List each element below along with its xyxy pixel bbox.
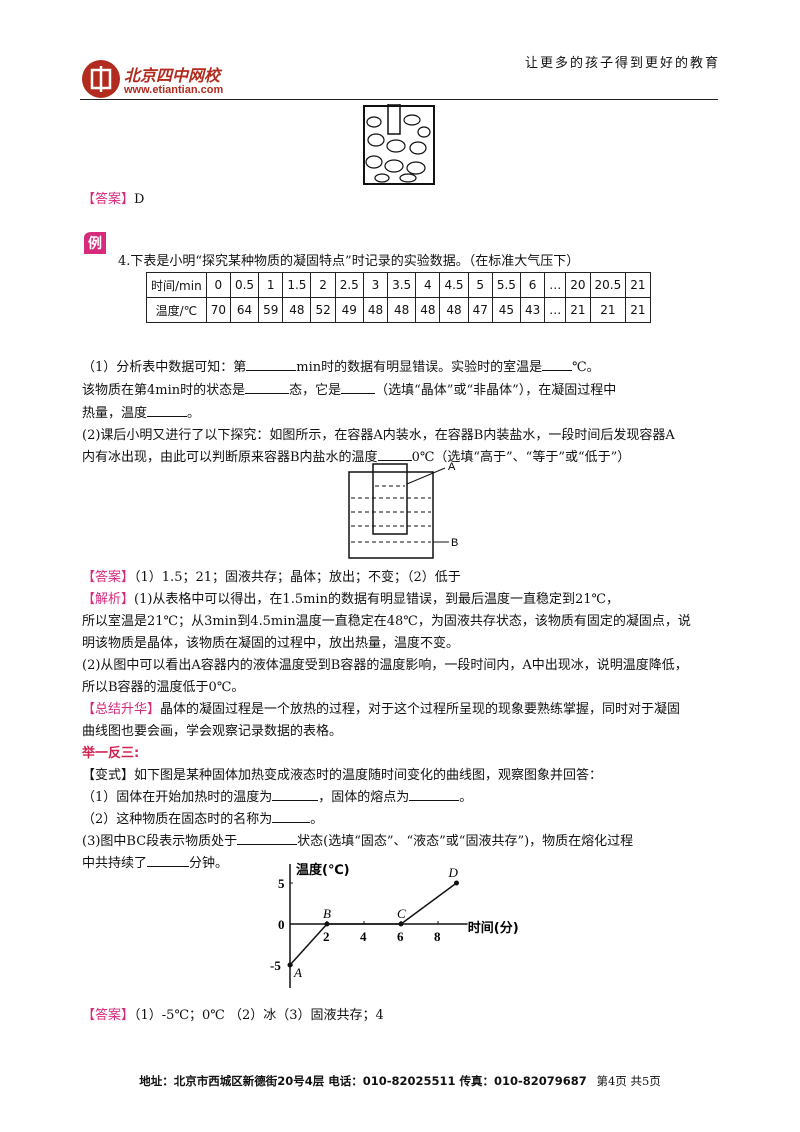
logo-name: 北京四中网校 xyxy=(124,66,221,85)
time-cell: 1 xyxy=(258,272,284,298)
variant-q3: (3)图中BC段表示物质处于状态(选填“固态”、“液态”或“固液共存”)，物质在… xyxy=(82,834,634,849)
y-tick-label: 0 xyxy=(278,917,285,932)
q4-answer: 【答案】（1）1.5；21；固液共存；晶体；放出；不变；（2）低于 xyxy=(82,570,461,585)
temp-cell: 48 xyxy=(415,297,441,323)
q4-summary-2: 曲线图也要会画，学会观察记录数据的表格。 xyxy=(82,724,343,739)
temp-cell: 21 xyxy=(589,297,627,323)
q4-analysis-4: (2)从图中可以看出A容器内的液体温度受到B容器的温度影响，一段时间内，A中出现… xyxy=(82,658,688,673)
time-cell: 6 xyxy=(519,272,546,298)
example-badge: 例 xyxy=(82,230,108,256)
temp-cell: 48 xyxy=(387,297,417,323)
header-divider xyxy=(80,99,718,100)
label-b: B xyxy=(451,537,458,549)
x-tick-label: 2 xyxy=(323,929,330,944)
time-cell: … xyxy=(544,272,567,298)
time-cell: 4.5 xyxy=(439,272,469,298)
time-cell: 2 xyxy=(310,272,336,298)
q4-part1-line3: 热量，温度。 xyxy=(82,406,201,421)
temp-cell: … xyxy=(544,297,567,323)
logo-icon xyxy=(82,60,120,98)
time-cell: 2.5 xyxy=(334,272,364,298)
label-a: A xyxy=(448,462,456,473)
curve-point xyxy=(398,921,404,927)
ice-beaker-figure xyxy=(363,104,435,185)
temp-cell: 49 xyxy=(334,297,364,323)
temp-cell: 47 xyxy=(467,297,493,323)
point-label: D xyxy=(448,865,459,880)
time-cell: 4 xyxy=(415,272,441,298)
time-cell: 21 xyxy=(625,272,651,298)
temp-cell: 48 xyxy=(282,297,312,323)
row-header-temp: 温度/℃ xyxy=(146,297,207,323)
point-label: B xyxy=(323,906,331,921)
q4-part1-line2: 该物质在第4min时的状态是态，它是（选填“晶体”或“非晶体”），在凝固过程中 xyxy=(82,383,617,398)
footer-address: 地址：北京市西城区新德街20号4层 电话：010-82025511 传真：010… xyxy=(139,1074,587,1088)
footer: 地址：北京市西城区新德街20号4层 电话：010-82025511 传真：010… xyxy=(0,1073,800,1089)
variant-answer: 【答案】（1）-5℃；0℃ （2）冰（3）固液共存；4 xyxy=(82,1008,384,1023)
prev-answer: 【答案】D xyxy=(82,188,144,207)
curve-point xyxy=(287,962,293,968)
variant-q4: 中共持续了分钟。 xyxy=(82,856,229,871)
variant-q2: （2）这种物质在固态时的名称为。 xyxy=(82,812,324,827)
point-label: C xyxy=(397,906,406,921)
curve-point xyxy=(324,921,330,927)
q4-analysis-1: 【解析】(1)从表格中可以得出，在1.5min的数据有明显错误，到最后温度一直稳… xyxy=(82,592,620,607)
time-cell: 3.5 xyxy=(387,272,417,298)
curve-line xyxy=(289,882,457,966)
temp-cell: 43 xyxy=(519,297,546,323)
temp-cell: 59 xyxy=(258,297,284,323)
example-badge-label: 例 xyxy=(88,236,102,252)
melting-curve-chart: 温度(℃) 时间(分) 2 4 6 8 5 0 -5 A B C D xyxy=(270,862,519,988)
time-cell: 20.5 xyxy=(589,272,627,298)
x-tick-label: 6 xyxy=(397,929,404,944)
x-axis-label: 时间(分) xyxy=(468,920,519,936)
q4-part2-line1: (2)课后小明又进行了以下探究：如图所示，在容器A内装水，在容器B内装盐水，一段… xyxy=(82,428,675,443)
q4-title: 4.下表是小明“探究某种物质的凝固特点”时记录的实验数据。（在标准大气压下） xyxy=(118,254,580,269)
answer-value: D xyxy=(134,192,145,207)
y-tick-label: -5 xyxy=(270,958,281,973)
time-cell: 1.5 xyxy=(282,272,312,298)
temp-cell: 21 xyxy=(625,297,651,323)
y-axis-label: 温度(℃) xyxy=(296,862,350,878)
temp-cell: 52 xyxy=(310,297,336,323)
q4-analysis-3: 明该物质是晶体，该物质在凝固的过程中，放出热量，温度不变。 xyxy=(82,636,460,651)
time-cell: 0.5 xyxy=(229,272,260,298)
q4-analysis-2: 所以室温是21℃；从3min到4.5min温度一直稳定在48℃，为固液共存状态，… xyxy=(82,614,691,629)
time-cell: 5 xyxy=(467,272,493,298)
x-tick-label: 8 xyxy=(434,929,441,944)
logo-url: www.etiantian.com xyxy=(124,84,224,96)
temp-cell: 45 xyxy=(491,297,521,323)
temp-cell: 64 xyxy=(229,297,260,323)
y-tick-label: 5 xyxy=(278,876,285,891)
container-ab-figure: A B xyxy=(348,462,458,559)
footer-page: 第4页 共5页 xyxy=(596,1074,661,1088)
slogan: 让更多的孩子得到更好的教育 xyxy=(524,56,720,71)
row-header-time: 时间/min xyxy=(146,272,207,298)
temp-cell: 21 xyxy=(565,297,591,323)
point-label: A xyxy=(293,965,302,980)
time-cell: 20 xyxy=(565,272,591,298)
temp-cell: 48 xyxy=(439,297,469,323)
answer-tag: 【答案】 xyxy=(82,192,135,207)
time-cell: 3 xyxy=(362,272,389,298)
time-cell: 5.5 xyxy=(491,272,521,298)
temp-cell: 48 xyxy=(362,297,389,323)
x-tick-label: 4 xyxy=(360,929,367,944)
variant-heading: 举一反三: xyxy=(82,746,140,761)
variant-intro: 【变式】如下图是某种固体加热变成液态时的温度随时间变化的曲线图，观察图象并回答： xyxy=(82,768,603,783)
time-cell: 0 xyxy=(205,272,231,298)
temp-cell: 70 xyxy=(205,297,231,323)
q4-summary-1: 【总结升华】晶体的凝固过程是一个放热的过程，对于这个过程所呈现的现象要熟练掌握，… xyxy=(82,702,681,717)
variant-q1: （1）固体在开始加热时的温度为，固体的熔点为。 xyxy=(82,790,473,805)
q4-analysis-5: 所以B容器的温度低于0℃。 xyxy=(82,680,245,695)
curve-point xyxy=(454,880,459,886)
